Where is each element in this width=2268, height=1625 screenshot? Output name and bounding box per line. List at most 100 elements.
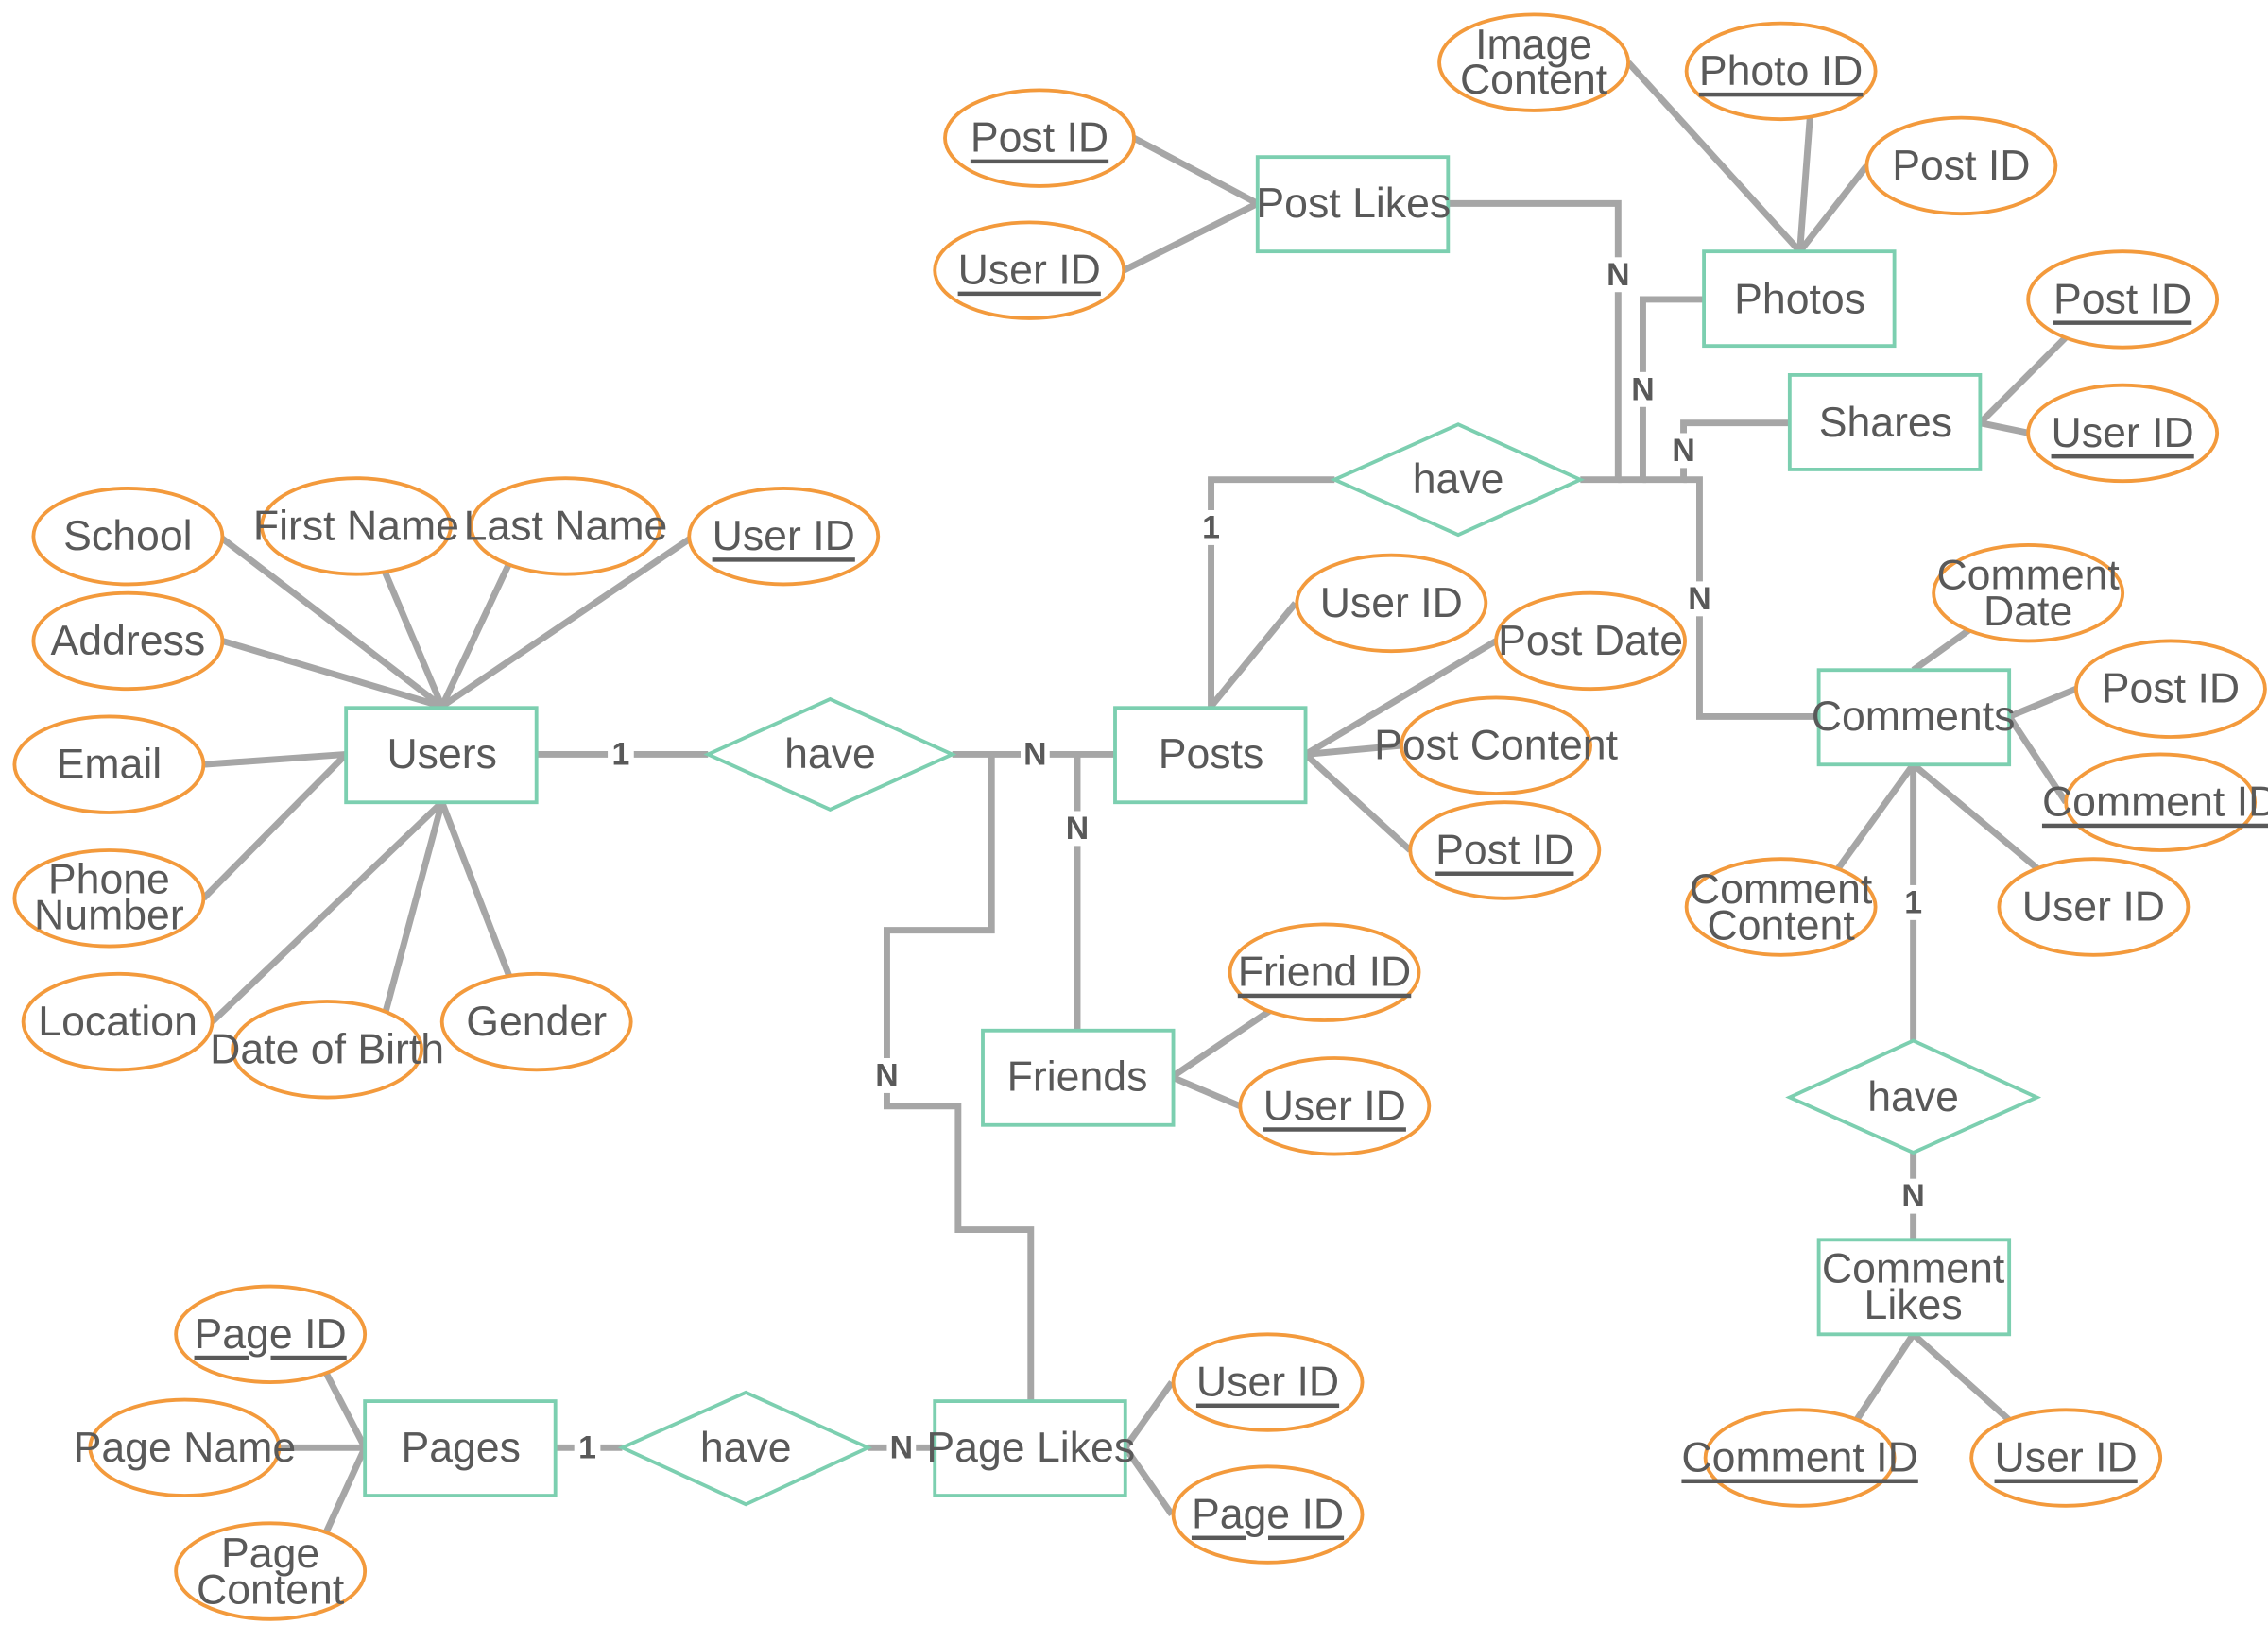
attribute-users-last-name[interactable]: Last Name xyxy=(464,476,668,576)
attribute-shares-user-id[interactable]: User ID xyxy=(2026,383,2220,484)
attribute-comments-comment-id[interactable]: Comment ID xyxy=(2042,752,2268,852)
entity-label: Friends xyxy=(1007,1053,1148,1100)
attribute-pages-page-content[interactable]: Page Content xyxy=(174,1521,368,1621)
attribute-label: Location xyxy=(38,999,198,1045)
connector-pagelikes-page-id xyxy=(1122,1445,1175,1517)
attribute-users-location[interactable]: Location xyxy=(21,971,215,1072)
attribute-comments-post-id[interactable]: Post ID xyxy=(2074,639,2267,739)
relationship-label: have xyxy=(1867,1074,1959,1120)
entity-friends[interactable]: Friends xyxy=(981,1028,1176,1127)
attribute-users-email[interactable]: Email xyxy=(12,714,206,814)
cardinality-label: N xyxy=(1066,811,1089,847)
entity-photos[interactable]: Photos xyxy=(1702,249,1897,349)
attribute-label: Date of Birth xyxy=(210,1026,444,1072)
cardinality-label: 1 xyxy=(612,736,630,772)
connector-have-post-likes xyxy=(1448,199,1622,484)
attribute-clikes-comment-id[interactable]: Comment ID xyxy=(1681,1408,1918,1508)
attribute-users-date-of-birth[interactable]: Date of Birth xyxy=(210,1000,444,1100)
attribute-label-line-1: Image xyxy=(1475,22,1592,68)
connector-shares-user-id xyxy=(1979,419,2031,436)
attribute-label-key: User ID xyxy=(1196,1360,1339,1406)
cardinality-post-likes-side: N xyxy=(1603,257,1633,293)
attribute-postlikes-user-id[interactable]: User ID xyxy=(933,220,1126,320)
cardinality-label: N xyxy=(1023,736,1046,772)
attribute-label-key: Post ID xyxy=(1435,827,1573,873)
entity-label: Comments xyxy=(1812,693,2016,740)
entity-label: Post Likes xyxy=(1256,180,1451,227)
relationship-pages-likes[interactable]: have xyxy=(617,1390,873,1507)
entity-page-likes[interactable]: Page Likes xyxy=(926,1399,1135,1497)
attribute-label-key: Page ID xyxy=(1192,1492,1344,1538)
cardinality-label: N xyxy=(1606,257,1629,293)
entity-users[interactable]: Users xyxy=(344,706,539,805)
attribute-label: Post Content xyxy=(1374,723,1619,769)
entity-comment-likes[interactable]: Comment Likes xyxy=(1816,1238,2012,1337)
cardinality-label: N xyxy=(890,1429,913,1465)
cardinality-pages-likes-side: N xyxy=(886,1429,917,1465)
entity-pages[interactable]: Pages xyxy=(363,1399,558,1497)
attribute-pagelikes-user-id[interactable]: User ID xyxy=(1171,1332,1365,1432)
connector-comments-comment-id xyxy=(2006,714,2070,805)
cardinality-friends-side: N xyxy=(1062,811,1092,847)
connector-posts-post-id xyxy=(1303,751,1413,853)
relationship-label: have xyxy=(1413,456,1504,503)
connector-posts-post-date xyxy=(1303,638,1498,758)
attribute-label-line-1: Comment xyxy=(1690,866,1873,913)
attribute-label-key: Comment ID xyxy=(2042,779,2268,826)
attribute-clikes-user-id[interactable]: User ID xyxy=(1969,1408,2163,1508)
entity-label: Shares xyxy=(1819,400,1952,446)
attribute-users-school[interactable]: School xyxy=(31,487,225,587)
attribute-friends-user-id[interactable]: User ID xyxy=(1238,1056,1432,1156)
attribute-pages-page-id[interactable]: Page ID xyxy=(174,1284,368,1384)
attribute-pages-page-name[interactable]: Page Name xyxy=(74,1397,297,1497)
entity-comments[interactable]: Comments xyxy=(1812,668,2016,767)
attribute-posts-post-id[interactable]: Post ID xyxy=(1408,800,1602,900)
connector-pages-content xyxy=(322,1445,369,1535)
attribute-users-user-id[interactable]: User ID xyxy=(687,487,881,587)
connector-users-user-id xyxy=(439,536,692,710)
attribute-shares-post-id[interactable]: Post ID xyxy=(2026,249,2220,350)
attribute-label: Address xyxy=(51,618,206,664)
attribute-pagelikes-page-id[interactable]: Page ID xyxy=(1171,1464,1365,1565)
cardinality-label: N xyxy=(1631,371,1654,407)
attribute-comments-comment-content[interactable]: Comment Content xyxy=(1684,857,1878,957)
relationship-comments-likes[interactable]: have xyxy=(1785,1038,2042,1155)
entity-label: Page Likes xyxy=(926,1425,1135,1471)
connector-postlikes-post-id xyxy=(1132,135,1260,207)
attribute-friends-friend-id[interactable]: Friend ID xyxy=(1228,922,1421,1022)
connector-posts-user-id xyxy=(1208,601,1298,709)
attribute-postlikes-post-id[interactable]: Post ID xyxy=(943,88,1136,188)
attribute-users-address[interactable]: Address xyxy=(31,590,225,692)
attribute-comments-user-id[interactable]: User ID xyxy=(1997,857,2191,957)
relationship-users-posts[interactable]: have xyxy=(703,696,957,812)
connector-users-email xyxy=(203,751,347,768)
cardinality-posts-side: N xyxy=(1021,736,1050,772)
attribute-comments-comment-date[interactable]: Comment Date xyxy=(1932,543,2125,643)
attribute-label-key: Post ID xyxy=(971,115,1108,162)
connector-posts-have-upper xyxy=(1208,476,1335,707)
attribute-posts-user-id[interactable]: User ID xyxy=(1295,553,1488,654)
attribute-users-gender[interactable]: Gender xyxy=(439,971,633,1072)
connector-photos-post-id xyxy=(1796,163,1870,254)
attribute-photos-image-content[interactable]: Image Content xyxy=(1437,12,1630,112)
attribute-users-phone-number[interactable]: Phone Number xyxy=(12,848,206,949)
relationship-posts-children[interactable]: have xyxy=(1330,422,1585,538)
attribute-label-line-1: Phone xyxy=(48,856,170,902)
connector-users-address xyxy=(221,638,443,710)
connector-comments-post-id xyxy=(2007,686,2078,720)
attribute-label-key: Page ID xyxy=(195,1311,347,1358)
entity-post-likes[interactable]: Post Likes xyxy=(1255,155,1451,254)
attribute-label: User ID xyxy=(2022,883,2165,930)
entity-shares[interactable]: Shares xyxy=(1787,373,1983,471)
attribute-photos-post-id[interactable]: Post ID xyxy=(1864,115,2058,216)
attribute-users-first-name[interactable]: First Name xyxy=(253,476,459,576)
attribute-label: Email xyxy=(57,742,163,788)
attribute-posts-post-content[interactable]: Post Content xyxy=(1374,695,1619,795)
attribute-posts-post-date[interactable]: Post Date xyxy=(1494,590,1687,692)
attribute-photos-photo-id[interactable]: Photo ID xyxy=(1684,21,1878,122)
connector-users-location xyxy=(210,799,445,1025)
attribute-label-line-1: Comment xyxy=(1936,553,2120,599)
attribute-label: Post ID xyxy=(1892,143,2030,189)
entity-posts[interactable]: Posts xyxy=(1113,706,1308,805)
cardinality-label: N xyxy=(1688,581,1710,617)
